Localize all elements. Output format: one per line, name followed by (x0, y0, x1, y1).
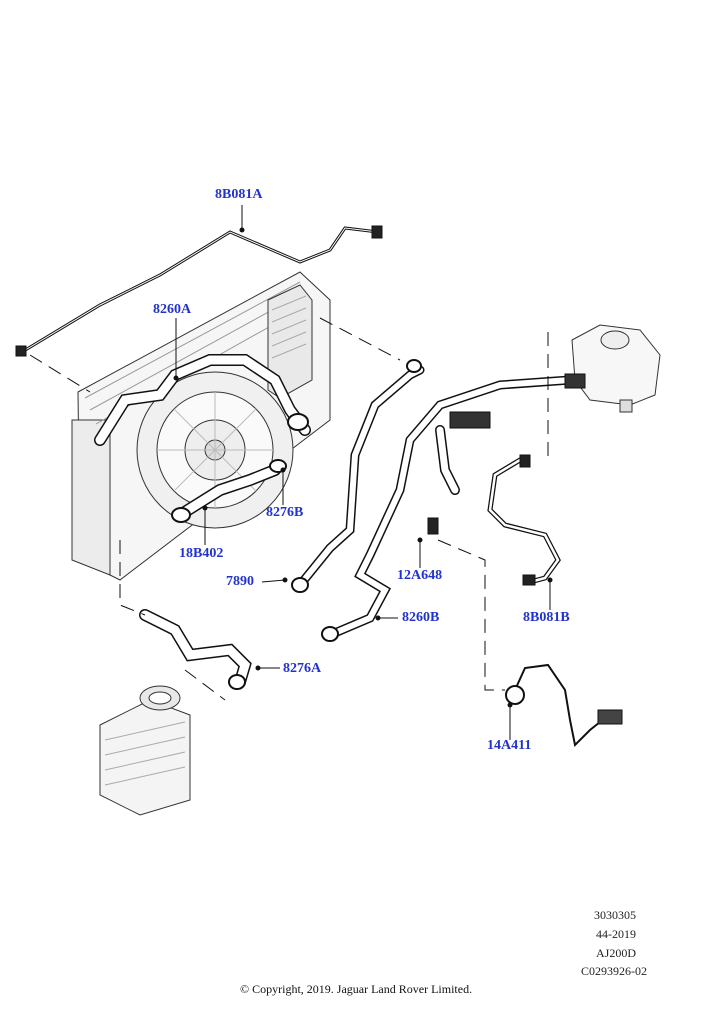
callout-18B402[interactable]: 18B402 (179, 546, 224, 561)
hoses (20, 226, 606, 748)
ref-number: 3030305 (594, 908, 636, 922)
callout-8276B[interactable]: 8276B (266, 505, 304, 520)
harness-14A411 (514, 663, 606, 748)
callout-7890[interactable]: 7890 (226, 574, 254, 589)
coolant-expansion-tank (571, 324, 661, 413)
ref-illustration-id: C0293926-02 (581, 964, 647, 978)
callout-14A411[interactable]: 14A411 (487, 738, 532, 753)
leader-lines (173, 205, 553, 740)
ref-date: 44-2019 (596, 927, 636, 941)
ref-engine: AJ200D (596, 946, 637, 960)
callout-12A648[interactable]: 12A648 (397, 568, 443, 583)
assembly-dash-lines (29, 317, 549, 701)
radiator-fan-module (71, 271, 331, 581)
callout-8B081B[interactable]: 8B081B (523, 610, 570, 625)
callout-8260B[interactable]: 8260B (402, 610, 440, 625)
callout-8260A[interactable]: 8260A (153, 302, 192, 317)
connectors (15, 225, 623, 725)
copyright-notice: © Copyright, 2019. Jaguar Land Rover Lim… (240, 982, 473, 996)
callout-8B081A[interactable]: 8B081A (215, 187, 263, 202)
charge-air-cooler (99, 685, 191, 816)
callout-8276A[interactable]: 8276A (283, 661, 322, 676)
